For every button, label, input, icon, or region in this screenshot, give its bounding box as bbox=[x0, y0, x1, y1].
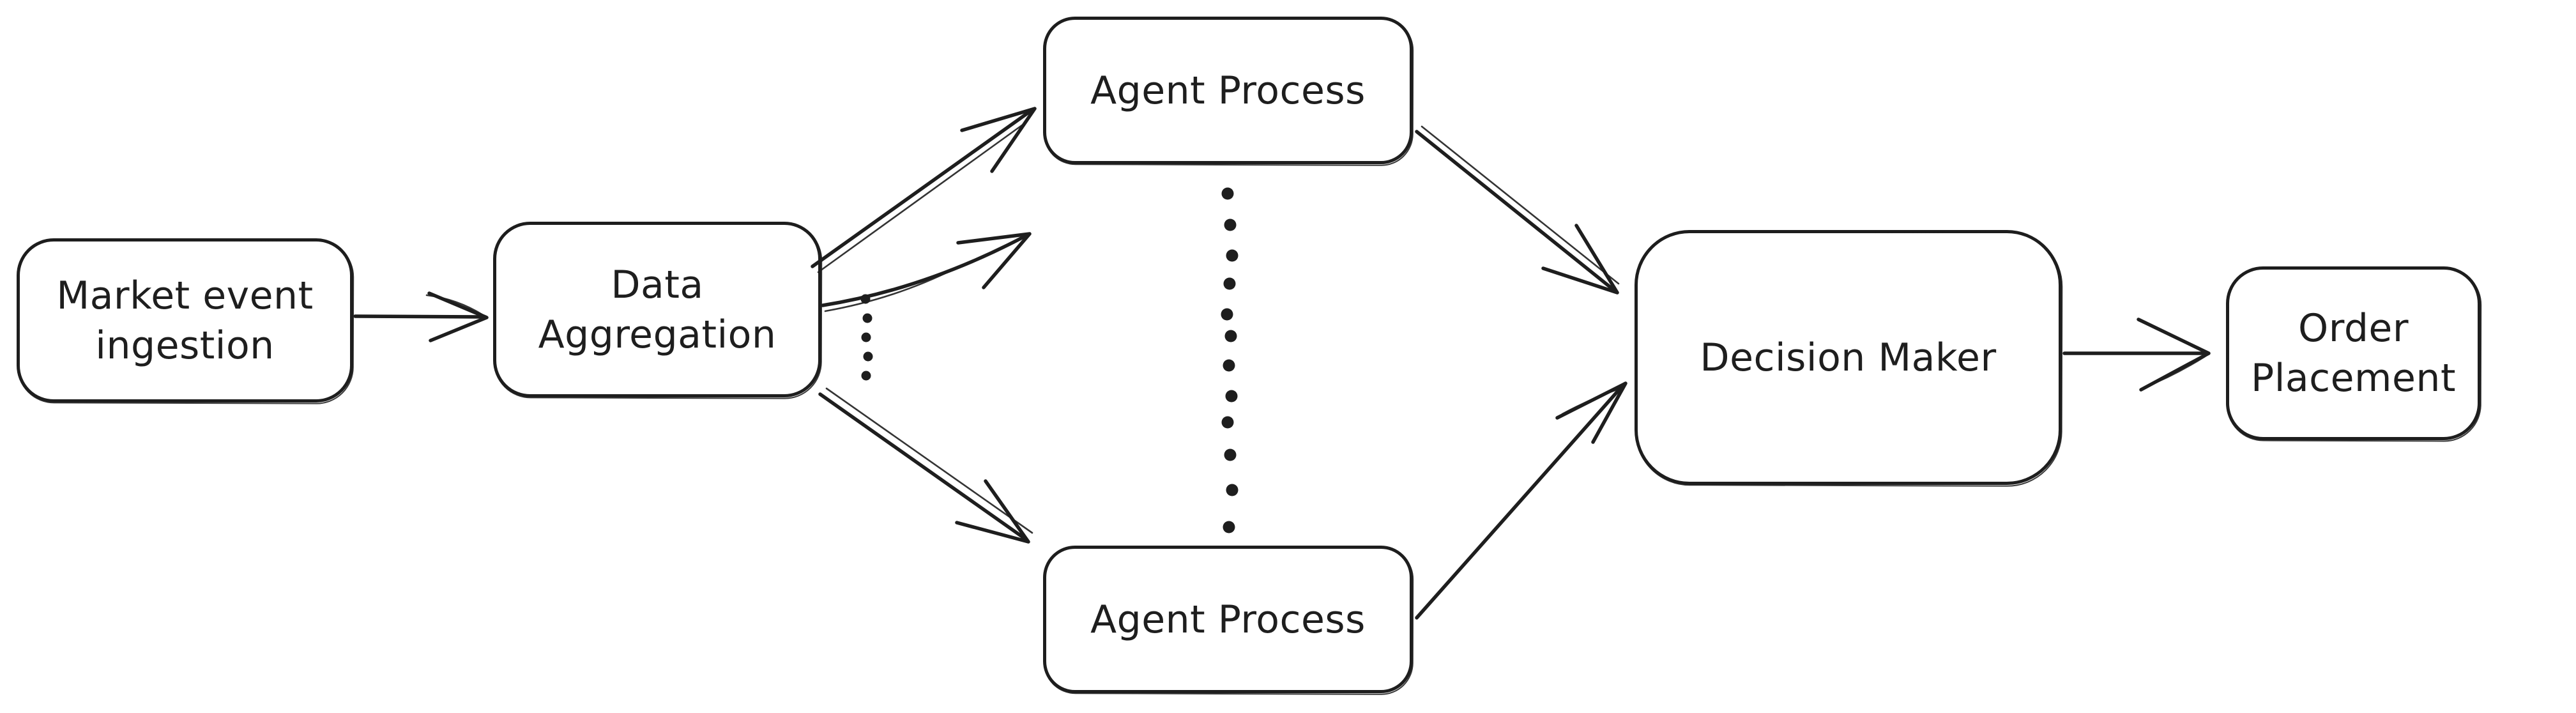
node-label: Market event ingestion bbox=[56, 273, 314, 368]
node-order-placement: Order Placement bbox=[2226, 266, 2481, 440]
node-agent-process-bottom: Agent Process bbox=[1043, 546, 1413, 693]
agents-ellipsis-dots bbox=[1221, 187, 1238, 533]
edge-decision-to-order-arrow bbox=[2062, 318, 2211, 392]
edge-ingestion-to-aggregation-arrow bbox=[353, 291, 489, 342]
aggregation-fan-ellipsis-dots bbox=[860, 294, 873, 381]
node-label: Decision Maker bbox=[1700, 335, 1997, 380]
node-data-aggregation: Data Aggregation bbox=[493, 222, 821, 397]
node-market-event-ingestion: Market event ingestion bbox=[17, 238, 353, 402]
edge-agent-top-to-decision-arrow bbox=[1415, 125, 1620, 295]
node-label: Agent Process bbox=[1090, 597, 1366, 642]
node-label: Agent Process bbox=[1090, 68, 1366, 113]
edge-agent-bottom-to-decision-arrow bbox=[1415, 381, 1627, 620]
node-label: Data Aggregation bbox=[538, 262, 777, 357]
node-label: Order Placement bbox=[2251, 306, 2456, 401]
node-decision-maker: Decision Maker bbox=[1635, 230, 2062, 485]
node-agent-process-top: Agent Process bbox=[1043, 17, 1413, 164]
edge-aggregation-to-hidden-agents-arrow bbox=[821, 232, 1032, 312]
edge-aggregation-to-agent-bottom-arrow bbox=[818, 387, 1033, 544]
edge-aggregation-to-agent-top-arrow bbox=[811, 107, 1037, 273]
